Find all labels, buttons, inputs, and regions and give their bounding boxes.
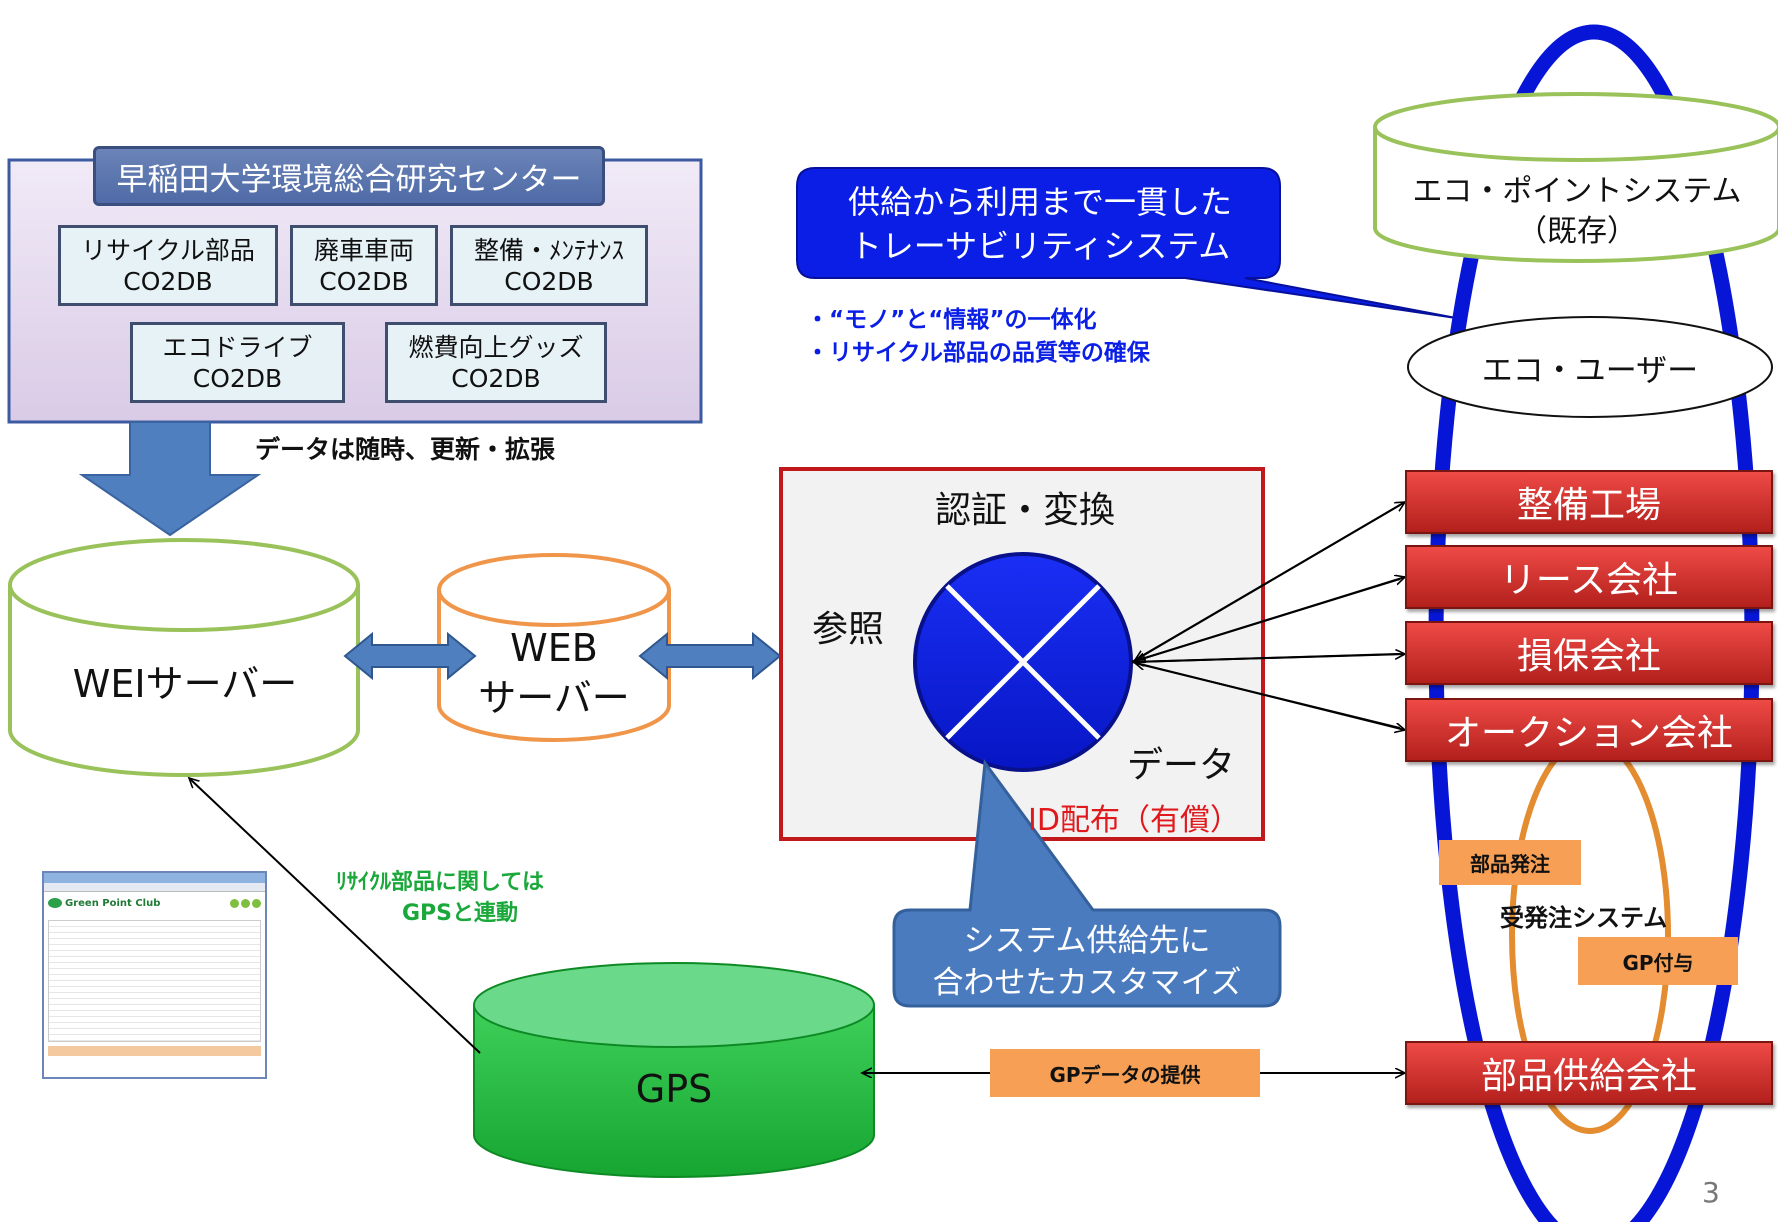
thumb-button-icon xyxy=(241,898,250,908)
db-name: 廃車車両 xyxy=(313,235,414,265)
page-number: 3 xyxy=(1702,1176,1720,1209)
partner-auction-company: オークション会社 xyxy=(1405,698,1773,762)
db-sub: CO2DB xyxy=(451,363,541,393)
wei-server-cylinder xyxy=(8,538,360,777)
eco-user-label: エコ・ユーザー xyxy=(1481,352,1699,389)
gp-grant-label: GP付与 xyxy=(1578,937,1738,985)
auth-data-label: データ xyxy=(1127,745,1236,786)
thumb-button-icon xyxy=(252,898,261,908)
gp-data-label: GPデータの提供 xyxy=(990,1049,1260,1097)
parts-order-label: 部品発注 xyxy=(1439,840,1581,885)
partner-arrows xyxy=(1131,502,1405,730)
custom-callout xyxy=(892,758,1282,1008)
db-eco-drive: エコドライブ CO2DB xyxy=(130,322,345,403)
db-maintenance: 整備・ﾒﾝﾃﾅﾝｽ CO2DB xyxy=(450,225,648,306)
update-note: データは随時、更新・拡張 xyxy=(255,435,556,464)
auth-ref-label: 参照 xyxy=(812,609,885,650)
partner-insurance-company: 損保会社 xyxy=(1405,621,1773,685)
thumb-titlebar xyxy=(44,873,265,883)
thumb-logo-text: Green Point Club xyxy=(65,897,161,909)
thumb-toolbar xyxy=(44,883,265,892)
partner-maintenance-shop: 整備工場 xyxy=(1405,470,1773,534)
web-screenshot-thumbnail: Green Point Club xyxy=(42,871,267,1079)
web-server-label-1: WEB xyxy=(510,626,598,670)
bullet-1: ・“モノ”と“情報”の一体化 xyxy=(806,307,1097,333)
db-name: エコドライブ xyxy=(162,332,313,362)
thumb-table xyxy=(48,920,261,1042)
trace-callout-line2: トレーサビリティシステム xyxy=(849,227,1231,265)
web-server-label-2: サーバー xyxy=(478,675,630,720)
db-sub: CO2DB xyxy=(504,266,594,296)
eco-point-cylinder xyxy=(1373,92,1778,263)
thumb-total-row xyxy=(48,1046,261,1056)
db-sub: CO2DB xyxy=(319,266,409,296)
thumb-button-icon xyxy=(230,898,239,908)
gps-note-line1: ﾘｻｲｸﾙ部品に関しては xyxy=(336,870,544,895)
eco-system-line1: エコ・ポイントシステム xyxy=(1412,174,1742,209)
partner-lease-company: リース会社 xyxy=(1405,545,1773,609)
gps-label: GPS xyxy=(635,1067,713,1111)
web-server-cylinder xyxy=(437,553,671,742)
db-name: 整備・ﾒﾝﾃﾅﾝｽ xyxy=(473,235,624,265)
db-name: 燃費向上グッズ xyxy=(408,332,584,362)
eco-user-ellipse xyxy=(1407,316,1773,418)
trace-callout xyxy=(796,167,1457,319)
db-name: リサイクル部品 xyxy=(81,235,255,265)
db-sub: CO2DB xyxy=(123,266,213,296)
trace-callout-line1: 供給から利用まで一貫した xyxy=(847,183,1232,221)
gps-note-line2: GPSと連動 xyxy=(401,901,519,926)
db-sub: CO2DB xyxy=(192,363,283,393)
university-title: 早稲田大学環境総合研究センター xyxy=(93,146,605,206)
order-system-label: 受発注システム xyxy=(1500,904,1668,932)
gps-to-wei-arrow xyxy=(189,778,481,1054)
parts-supplier-box: 部品供給会社 xyxy=(1405,1041,1773,1105)
thumb-logo-icon xyxy=(48,898,62,908)
down-arrow xyxy=(78,421,262,537)
bullet-2: ・リサイクル部品の品質等の確保 xyxy=(806,340,1150,366)
db-fuel-goods: 燃費向上グッズ CO2DB xyxy=(385,322,607,403)
custom-callout-line1: システム供給先に xyxy=(963,922,1211,959)
wei-server-label: WEIサーバー xyxy=(72,661,298,706)
wei-web-arrow xyxy=(343,631,477,681)
eco-system-line2: （既存） xyxy=(1517,214,1637,249)
db-scrapped-vehicles: 廃車車両 CO2DB xyxy=(290,225,438,306)
db-recycle-parts: リサイクル部品 CO2DB xyxy=(58,225,278,306)
id-distribution-label: ID配布（有償） xyxy=(1028,803,1240,838)
auth-circle-icon xyxy=(913,552,1133,772)
gps-cylinder xyxy=(473,962,875,1178)
auth-title: 認証・変換 xyxy=(934,490,1115,531)
custom-callout-line2: 合わせたカスタマイズ xyxy=(932,964,1242,1001)
